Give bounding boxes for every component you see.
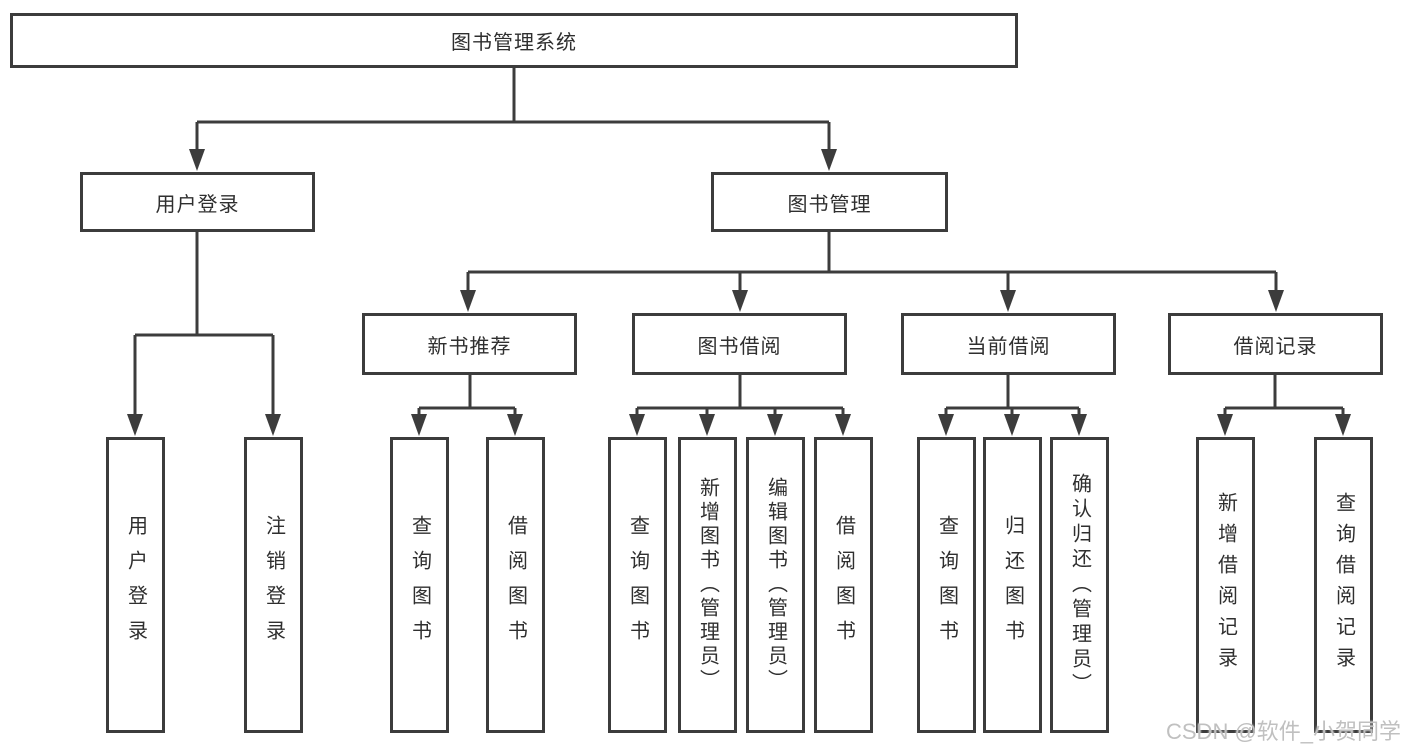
- leaf-query-borrow-record: 查询借阅记录: [1314, 437, 1373, 733]
- node-borrow-records-label: 借阅记录: [1233, 335, 1318, 358]
- node-borrow-records: 借阅记录: [1168, 313, 1383, 375]
- leaf-recommend-borrow-books-label: 借阅图书: [504, 515, 527, 655]
- node-user-login: 用户登录: [80, 172, 315, 232]
- leaf-confirm-return-admin: 确认归还（管理员）: [1050, 437, 1109, 733]
- leaf-borrow-books-label: 借阅图书: [832, 515, 855, 655]
- leaf-recommend-query-books-label: 查询图书: [408, 515, 431, 655]
- leaf-recommend-query-books: 查询图书: [390, 437, 449, 733]
- leaf-borrow-query-books-label: 查询图书: [626, 515, 649, 655]
- watermark: CSDN @软件_小贺同学: [1166, 719, 1402, 744]
- node-user-login-label: 用户登录: [155, 193, 240, 216]
- leaf-user-login-label: 用户登录: [124, 515, 147, 655]
- node-current-borrow: 当前借阅: [901, 313, 1116, 375]
- node-book-management-label: 图书管理: [787, 193, 872, 216]
- leaf-logout-label: 注销登录: [262, 515, 285, 655]
- leaf-recommend-borrow-books: 借阅图书: [486, 437, 545, 733]
- node-book-borrow: 图书借阅: [632, 313, 847, 375]
- leaf-current-query-books: 查询图书: [917, 437, 976, 733]
- leaf-return-books-label: 归还图书: [1001, 515, 1024, 655]
- node-book-management: 图书管理: [711, 172, 948, 232]
- leaf-edit-book-admin: 编辑图书（管理员）: [746, 437, 805, 733]
- node-root-label: 图书管理系统: [451, 32, 577, 54]
- leaf-borrow-query-books: 查询图书: [608, 437, 667, 733]
- leaf-add-borrow-record: 新增借阅记录: [1196, 437, 1255, 733]
- leaf-add-borrow-record-label: 新增借阅记录: [1214, 492, 1237, 678]
- node-book-borrow-label: 图书借阅: [697, 335, 782, 358]
- leaf-add-book-admin: 新增图书（管理员）: [678, 437, 737, 733]
- leaf-confirm-return-admin-label: 确认归还（管理员）: [1068, 472, 1091, 698]
- leaf-borrow-books: 借阅图书: [814, 437, 873, 733]
- node-current-borrow-label: 当前借阅: [966, 335, 1051, 358]
- leaf-current-query-books-label: 查询图书: [935, 515, 958, 655]
- node-new-book-recommend-label: 新书推荐: [427, 335, 512, 358]
- leaf-query-borrow-record-label: 查询借阅记录: [1332, 492, 1355, 678]
- leaf-return-books: 归还图书: [983, 437, 1042, 733]
- leaf-logout: 注销登录: [244, 437, 303, 733]
- leaf-edit-book-admin-label: 编辑图书（管理员）: [764, 477, 787, 693]
- leaf-user-login: 用户登录: [106, 437, 165, 733]
- node-root: 图书管理系统: [10, 13, 1018, 68]
- node-new-book-recommend: 新书推荐: [362, 313, 577, 375]
- leaf-add-book-admin-label: 新增图书（管理员）: [696, 477, 719, 693]
